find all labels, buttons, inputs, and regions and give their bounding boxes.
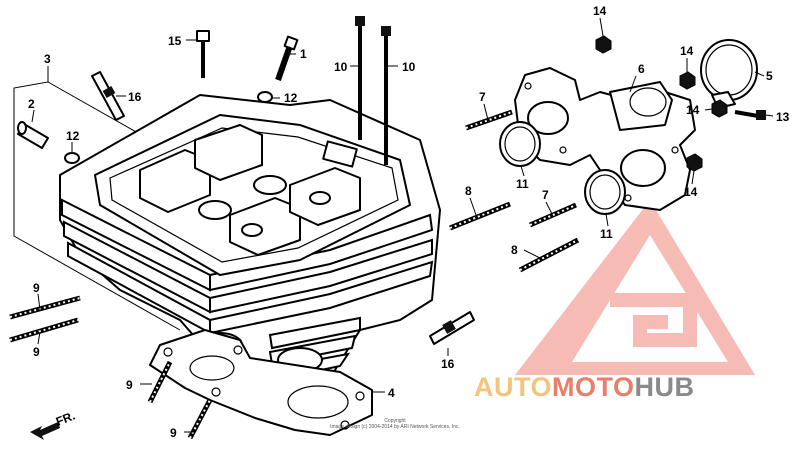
callout-11a: 11 [516,177,529,191]
stud-9b [9,317,79,343]
leader-lines [31,17,774,433]
nut-14d [686,153,703,172]
callout-14c: 14 [686,103,700,117]
spark-plug-16b [429,311,475,345]
callout-16a: 16 [128,90,142,104]
stud-9a [9,295,81,320]
callout-6: 6 [638,62,645,76]
stud-1 [275,35,299,81]
callout-8b: 8 [511,243,518,257]
copyright-line-2: Image design (c) 2004-2014 by ARI Networ… [330,424,460,430]
callout-4: 4 [388,386,395,400]
callout-7b: 7 [542,188,549,202]
stud-7b [529,202,577,228]
o-ring-11a-inner [504,126,536,162]
callout-12b: 12 [284,91,298,105]
nut-14c [711,99,728,118]
callout-9c: 9 [126,378,133,392]
bolt-10a [355,16,365,140]
callout-9d: 9 [170,426,177,440]
nut-14a [595,35,612,54]
stud-8b [518,237,580,273]
callout-14d: 14 [684,185,698,199]
o-ring-11b-inner [589,174,621,210]
stud-9c [147,360,173,404]
bolt-10b [381,26,391,165]
brand-part-hub: HUB [634,372,695,402]
callout-7a: 7 [479,90,486,104]
head-gasket [149,329,373,436]
cylinder-head [59,94,441,396]
callouts: 15 1 10 10 12 3 2 12 16 7 14 6 14 5 14 1… [28,4,790,440]
callout-14a: 14 [593,4,607,18]
callout-12a: 12 [66,129,80,143]
bolt-15 [196,30,210,78]
brand-part-moto: MOTO [552,372,635,402]
bolt-13 [734,110,766,120]
dowel-2 [17,121,49,149]
o-ring-11b [584,169,626,215]
callout-11b: 11 [600,227,613,241]
callout-9b: 9 [33,345,40,359]
nut-14b [679,71,696,90]
intake-manifold [514,67,696,211]
callout-5: 5 [766,69,773,83]
copyright-notice: Copyright Image design (c) 2004-2014 by … [300,418,490,430]
callout-9a: 9 [33,281,40,295]
o-ring-12b [257,91,273,103]
spark-plug-16a [91,71,125,121]
callout-8a: 8 [465,184,472,198]
copyright-line-1: Copyright [384,418,406,424]
front-arrow-icon [30,422,60,440]
callout-10b: 10 [402,60,416,74]
watermark-logo [515,200,755,375]
brand-part-auto: AUTO [474,372,553,402]
callout-10a: 10 [334,60,348,74]
clamp-band [700,39,758,109]
stud-8a [449,201,511,231]
callout-13: 13 [776,110,790,124]
callout-15: 15 [168,34,182,48]
o-ring-11a [499,121,541,167]
callout-3: 3 [44,52,51,66]
callout-2: 2 [28,97,35,111]
callout-16b: 16 [441,357,455,371]
brand-wordmark: AUTOMOTOHUB [474,372,695,402]
front-marker: FR. [54,409,77,429]
callout-14b: 14 [680,44,694,58]
callout-1: 1 [300,47,307,61]
stud-7a [465,109,513,131]
o-ring-12a [64,152,80,164]
